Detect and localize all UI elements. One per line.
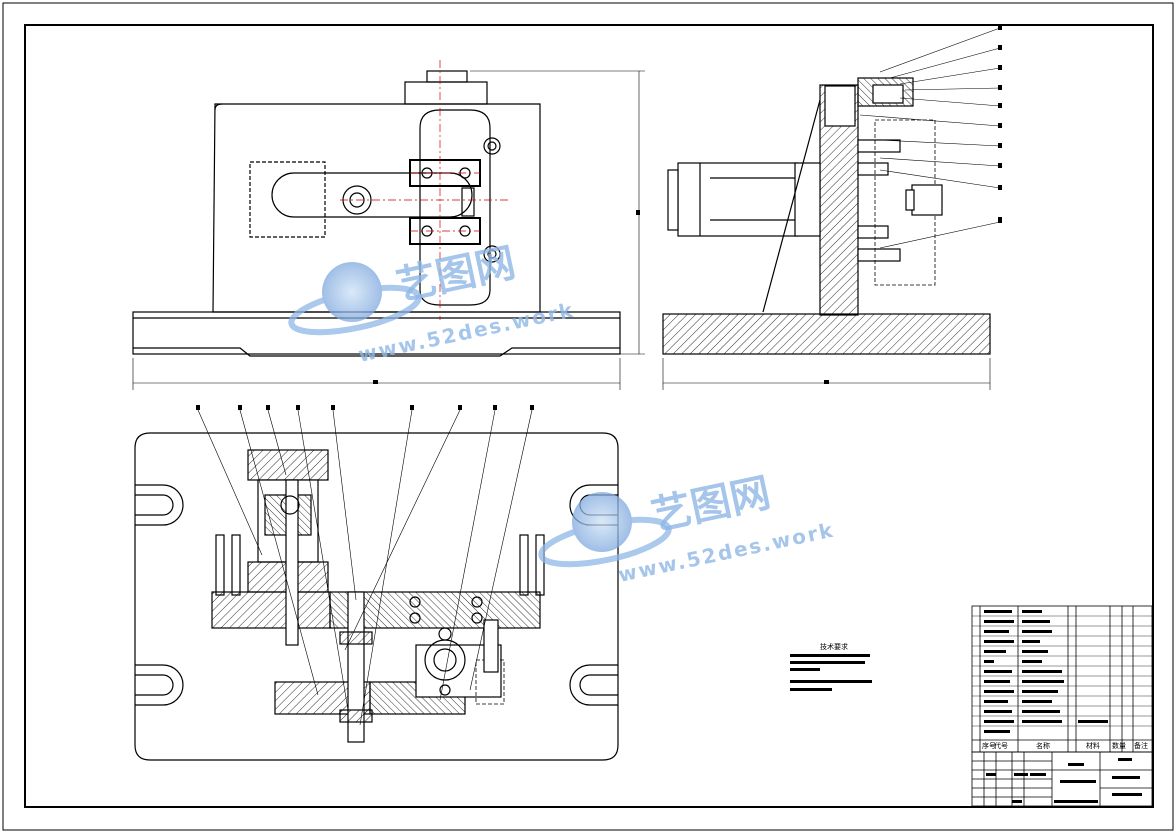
sheet-inner-border bbox=[24, 24, 1154, 808]
side-view-dimensions bbox=[662, 358, 991, 390]
watermark-url-2: www.52des.work bbox=[616, 518, 837, 587]
col-remark: 备注 bbox=[1134, 741, 1148, 750]
parts-list bbox=[971, 605, 1153, 753]
top-view bbox=[134, 432, 619, 761]
parts-list-rows bbox=[972, 615, 1152, 727]
col-qty: 数量 bbox=[1112, 741, 1126, 750]
side-view-leaders bbox=[859, 27, 1001, 249]
col-name: 名称 bbox=[1036, 741, 1050, 750]
title-block bbox=[971, 751, 1153, 807]
side-view-leader-numbers bbox=[998, 25, 1002, 223]
side-view bbox=[662, 77, 991, 355]
front-height-label bbox=[636, 210, 640, 215]
watermark-brand-2: 艺图网 bbox=[648, 470, 775, 540]
top-view-leader-numbers bbox=[196, 405, 534, 410]
top-view-leaders bbox=[197, 409, 533, 726]
watermark-logo-1 bbox=[288, 262, 422, 336]
watermark-logo-2 bbox=[538, 492, 672, 568]
top-view-circles bbox=[280, 495, 483, 696]
top-view-sections bbox=[211, 449, 541, 743]
col-material: 材料 bbox=[1086, 741, 1100, 750]
title-block-fill bbox=[986, 758, 1142, 803]
col-code: 代号 bbox=[994, 741, 1008, 750]
notes-lines bbox=[790, 654, 872, 691]
col-seq: 序号 bbox=[982, 741, 996, 750]
front-dim-label bbox=[373, 380, 378, 384]
parts-list-fill bbox=[984, 610, 1108, 733]
front-view-centerlines bbox=[340, 60, 510, 320]
side-dim-label bbox=[824, 380, 829, 384]
notes-title: 技术要求 bbox=[820, 642, 848, 651]
watermark-brand-1: 艺图网 bbox=[393, 240, 520, 310]
